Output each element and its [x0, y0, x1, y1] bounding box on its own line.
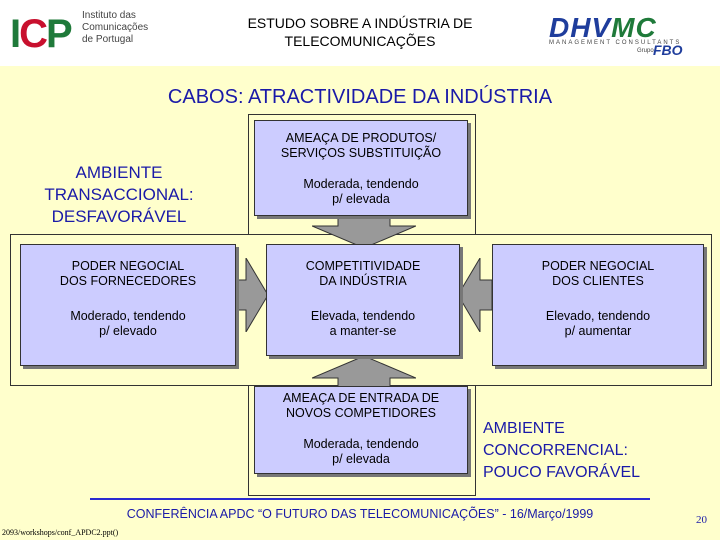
page-number: 20	[696, 514, 707, 526]
icp-logo-mark: ICP	[10, 12, 73, 56]
poder-clientes-box: PODER NEGOCIAL DOS CLIENTES Elevado, ten…	[492, 244, 704, 366]
ameaca-novos-competidores-box: AMEAÇA DE ENTRADA DE NOVOS COMPETIDORES …	[254, 386, 468, 474]
footer-conference: CONFERÊNCIA APDC “O FUTURO DAS TELECOMUN…	[126, 507, 594, 521]
poder-fornecedores-box: PODER NEGOCIAL DOS FORNECEDORES Moderado…	[20, 244, 236, 366]
ambiente-concorrencial-label: AMBIENTE CONCORRENCIAL: POUCO FAVORÁVEL	[483, 420, 641, 481]
arrow-down-icon	[312, 216, 416, 248]
ameaca-substitutos-box: AMEAÇA DE PRODUTOS/ SERVIÇOS SUBSTITUIÇÃ…	[254, 120, 468, 216]
header-title: ESTUDO SOBRE A INDÚSTRIA DE TELECOMUNICA…	[247, 15, 473, 49]
footer-divider	[90, 498, 650, 500]
competitividade-box: COMPETITIVIDADE DA INDÚSTRIA Elevada, te…	[266, 244, 460, 356]
slide-title: CABOS: ATRACTIVIDADE DA INDÚSTRIA	[167, 86, 553, 108]
icp-logo: ICP Instituto das Comunicações de Portug…	[10, 8, 170, 58]
arrow-right-icon	[234, 258, 268, 332]
dhvmc-logo: DHVMC MANAGEMENT CONSULTANTS Grupo FBO	[549, 12, 683, 58]
header-bar: ICP Instituto das Comunicações de Portug…	[0, 0, 720, 66]
ambiente-transaccional-label: AMBIENTE TRANSACCIONAL: DESFAVORÁVEL	[44, 163, 194, 226]
icp-logo-name: Instituto das Comunicações de Portugal	[82, 10, 149, 45]
arrow-left-icon	[458, 258, 492, 332]
file-path: 2093/workshops/conf_APDC2.ppt()	[2, 528, 119, 537]
arrow-up-icon	[312, 356, 416, 388]
